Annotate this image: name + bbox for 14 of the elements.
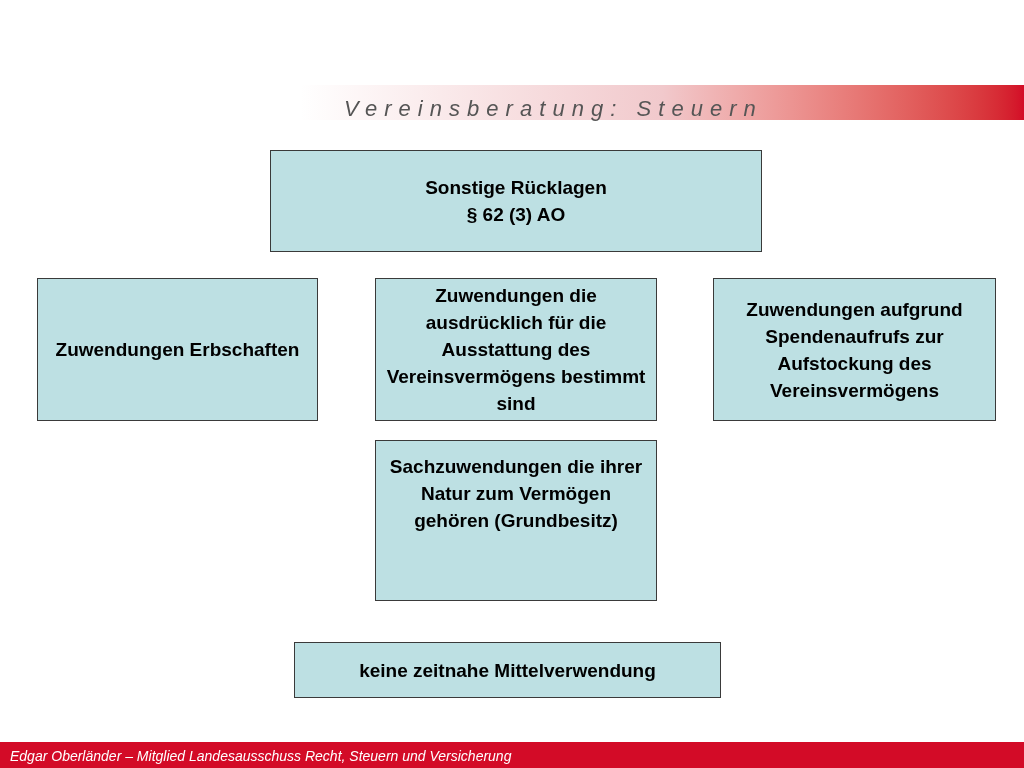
text-box <box>270 150 762 252</box>
box-text: Zuwendungen aufgrund Spendenaufrufs zur Aufstockung des Vereinsvermögens <box>745 297 964 403</box>
text-box <box>294 642 721 698</box>
text-box <box>375 440 657 601</box>
footer-text: Edgar Oberländer – Mitglied Landesausschuss Recht, Steuern und Versicherung <box>10 747 512 766</box>
box-text: Sonstige Rücklagen <box>425 176 607 200</box>
box-text: Sachzuwendungen die ihrer Natur zum Vermögen gehören (Grundbesitz) <box>388 455 644 533</box>
slide-title: Vereinsberatung: Steuern <box>344 95 763 123</box>
box-text: § 62 (3) AO <box>466 203 566 227</box>
box-text: keine zeitnahe Mittelverwendung <box>359 658 656 683</box>
box-text: Zuwendungen Erbschaften <box>55 338 300 362</box>
text-box <box>37 278 318 421</box>
text-box <box>713 278 996 421</box>
box-text: Zuwendungen die ausdrücklich für die Ausstattung des Vereinsvermögens bestimmt sind <box>385 284 647 416</box>
